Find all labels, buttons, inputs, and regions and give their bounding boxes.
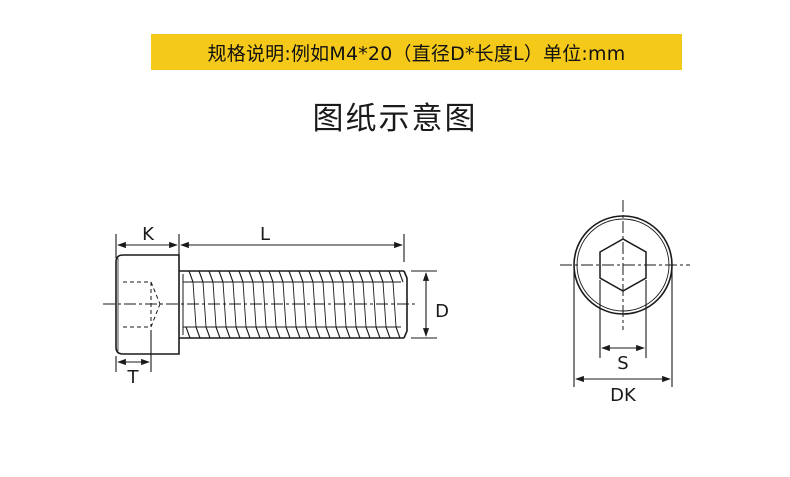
label-dk: DK <box>610 385 637 406</box>
dimension-k <box>115 234 180 258</box>
dimension-dk <box>573 270 673 387</box>
dimension-t <box>115 330 152 372</box>
label-t: T <box>127 367 140 388</box>
label-s: S <box>617 353 628 374</box>
label-d: D <box>435 301 449 322</box>
screw-side-view <box>103 254 418 355</box>
dimension-d <box>411 270 437 339</box>
spec-banner: 规格说明:例如M4*20（直径D*长度L）单位:mm <box>151 34 682 70</box>
screw-head <box>115 254 180 355</box>
dimension-s <box>599 280 647 358</box>
label-k: K <box>142 224 155 245</box>
drawing-title: 图纸示意图 <box>312 101 478 137</box>
screw-end-view <box>560 200 690 330</box>
label-l: L <box>260 224 270 245</box>
dimension-l <box>180 234 405 262</box>
spec-banner-text: 规格说明:例如M4*20（直径D*长度L）单位:mm <box>207 42 626 65</box>
